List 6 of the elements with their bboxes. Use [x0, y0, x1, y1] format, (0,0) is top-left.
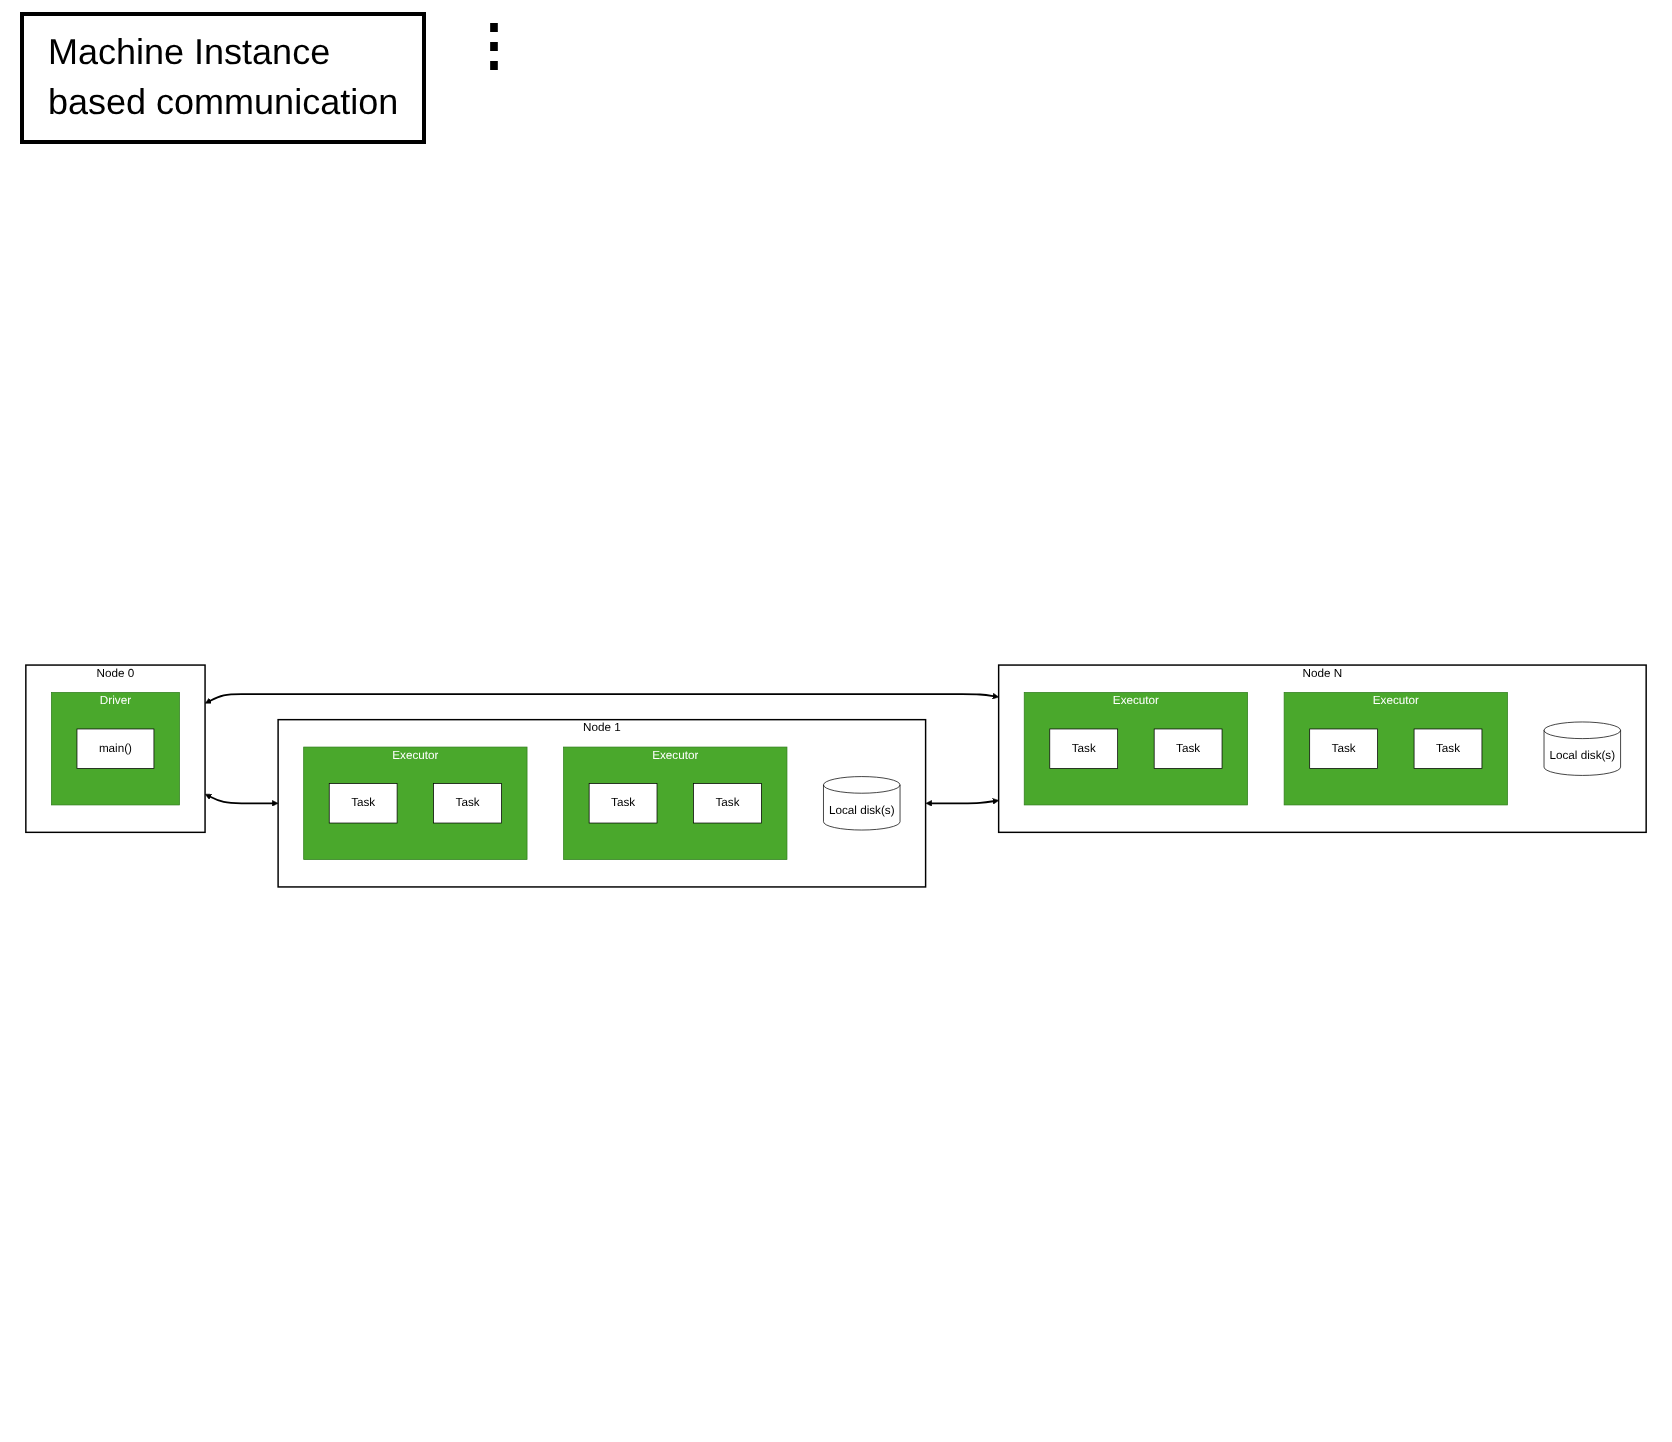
arrow [205, 793, 279, 807]
legend-text: Machine Instance [48, 32, 333, 74]
legend-text: based communication [48, 82, 399, 124]
arrow [925, 798, 999, 807]
arrow [205, 692, 999, 704]
continuation-dots: ⋮ [466, 12, 523, 78]
